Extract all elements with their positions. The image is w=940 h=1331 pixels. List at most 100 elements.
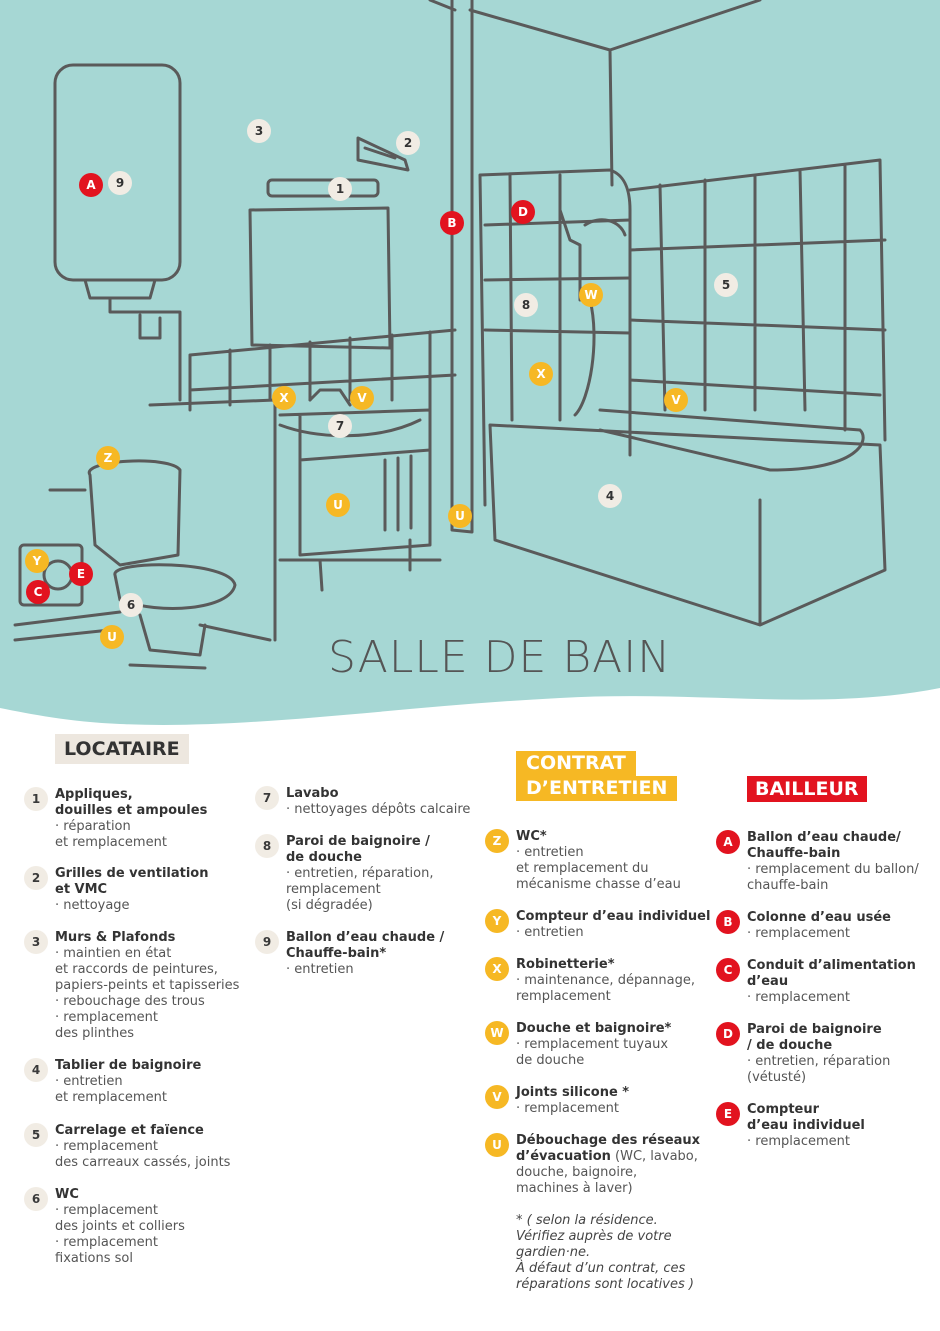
item-desc: (WC, lavabo, douche, baignoire, machines… bbox=[516, 1149, 698, 1196]
marker-d[interactable]: D bbox=[511, 200, 535, 224]
item-desc: · maintenance, dépannage, remplacement bbox=[516, 973, 695, 1004]
item-title: Appliques, douilles et ampoules bbox=[55, 787, 208, 818]
item-title: Ballon d’eau chaude / Chauffe-bain* bbox=[286, 930, 445, 961]
item-title: Grilles de ventilation et VMC bbox=[55, 866, 209, 897]
marker-w[interactable]: W bbox=[579, 283, 603, 307]
item-title: Débouchage des réseaux d’évacuation bbox=[516, 1133, 701, 1164]
list-item: 2 Grilles de ventilation et VMC· nettoyag… bbox=[24, 866, 209, 914]
list-item: E Compteur d’eau individuel· remplacement bbox=[716, 1102, 865, 1150]
number-badge: 5 bbox=[24, 1123, 48, 1147]
item-title: Ballon d’eau chaude/ Chauffe-bain bbox=[747, 830, 901, 861]
marker-u-column[interactable]: U bbox=[448, 504, 472, 528]
bailleur-heading: BAILLEUR bbox=[747, 776, 867, 802]
list-item: Y Compteur d’eau individuel· entretien bbox=[485, 909, 711, 941]
item-desc: · réparation et remplacement bbox=[55, 819, 167, 850]
item-desc: · remplacement tuyaux de douche bbox=[516, 1037, 669, 1068]
item-desc: · remplacement des carreaux cassés, join… bbox=[55, 1139, 231, 1170]
letter-badge: Y bbox=[485, 909, 509, 933]
marker-9[interactable]: 9 bbox=[108, 171, 132, 195]
contrat-heading-line1: CONTRAT bbox=[516, 751, 636, 776]
marker-6[interactable]: 6 bbox=[119, 593, 143, 617]
item-desc: · remplacement bbox=[747, 990, 850, 1005]
marker-x-sink[interactable]: X bbox=[272, 386, 296, 410]
item-desc: · entretien et remplacement du mécanisme… bbox=[516, 845, 681, 892]
item-desc: · entretien, réparation, remplacement (s… bbox=[286, 866, 434, 913]
item-title: Tablier de baignoire bbox=[55, 1058, 202, 1073]
item-desc: · remplacement des joints et colliers · … bbox=[55, 1203, 185, 1266]
number-badge: 2 bbox=[24, 866, 48, 890]
number-badge: 1 bbox=[24, 787, 48, 811]
letter-badge: A bbox=[716, 830, 740, 854]
list-item: 5 Carrelage et faïence· remplacement des … bbox=[24, 1123, 231, 1171]
marker-8[interactable]: 8 bbox=[514, 293, 538, 317]
list-item: 6 WC· remplacement des joints et colliers… bbox=[24, 1187, 185, 1267]
item-desc: · entretien bbox=[516, 925, 584, 940]
item-desc: · remplacement bbox=[747, 1134, 850, 1149]
item-desc: · entretien bbox=[286, 962, 354, 977]
marker-u-wc[interactable]: U bbox=[100, 625, 124, 649]
list-item: B Colonne d’eau usée· remplacement bbox=[716, 910, 891, 942]
item-title: Compteur d’eau individuel bbox=[516, 909, 711, 924]
item-title: WC bbox=[55, 1187, 79, 1202]
list-item: W Douche et baignoire*· remplacement tuya… bbox=[485, 1021, 672, 1069]
letter-badge: D bbox=[716, 1022, 740, 1046]
list-item: Z WC*· entretien et remplacement du mécan… bbox=[485, 829, 681, 893]
marker-v-sink[interactable]: V bbox=[350, 386, 374, 410]
list-item: 8 Paroi de baignoire / de douche· entreti… bbox=[255, 834, 434, 914]
number-badge: 7 bbox=[255, 786, 279, 810]
item-desc: · remplacement du ballon/ chauffe-bain bbox=[747, 862, 919, 893]
item-title: Murs & Plafonds bbox=[55, 930, 176, 945]
letter-badge: V bbox=[485, 1085, 509, 1109]
marker-c[interactable]: C bbox=[26, 580, 50, 604]
marker-v-bath[interactable]: V bbox=[664, 388, 688, 412]
item-title: Joints silicone * bbox=[516, 1085, 630, 1100]
marker-b[interactable]: B bbox=[440, 211, 464, 235]
item-title: Paroi de baignoire / de douche bbox=[286, 834, 430, 865]
letter-badge: U bbox=[485, 1133, 509, 1157]
item-title: Conduit d’alimentation d’eau bbox=[747, 958, 916, 989]
marker-7[interactable]: 7 bbox=[328, 414, 352, 438]
item-title: Paroi de baignoire / de douche bbox=[747, 1022, 882, 1053]
page-title: SALLE DE BAIN bbox=[328, 632, 672, 683]
letter-badge: W bbox=[485, 1021, 509, 1045]
marker-x-bath[interactable]: X bbox=[529, 362, 553, 386]
marker-1[interactable]: 1 bbox=[328, 177, 352, 201]
letter-badge: Z bbox=[485, 829, 509, 853]
letter-badge: E bbox=[716, 1102, 740, 1126]
letter-badge: B bbox=[716, 910, 740, 934]
item-title: Carrelage et faïence bbox=[55, 1123, 204, 1138]
marker-z[interactable]: Z bbox=[96, 446, 120, 470]
marker-2[interactable]: 2 bbox=[396, 131, 420, 155]
item-desc: · maintien en état et raccords de peintu… bbox=[55, 946, 240, 1041]
item-desc: · remplacement bbox=[516, 1101, 619, 1116]
marker-4[interactable]: 4 bbox=[598, 484, 622, 508]
bathroom-illustration bbox=[0, 0, 940, 725]
item-title: Compteur d’eau individuel bbox=[747, 1102, 865, 1133]
marker-e[interactable]: E bbox=[69, 562, 93, 586]
number-badge: 4 bbox=[24, 1058, 48, 1082]
marker-u-sink[interactable]: U bbox=[326, 493, 350, 517]
letter-badge: X bbox=[485, 957, 509, 981]
marker-a[interactable]: A bbox=[79, 173, 103, 197]
marker-y[interactable]: Y bbox=[25, 549, 49, 573]
list-item: U Débouchage des réseaux d’évacuation (WC… bbox=[485, 1133, 706, 1197]
number-badge: 6 bbox=[24, 1187, 48, 1211]
list-item: A Ballon d’eau chaude/ Chauffe-bain· remp… bbox=[716, 830, 919, 894]
item-title: Douche et baignoire* bbox=[516, 1021, 672, 1036]
list-item: V Joints silicone *· remplacement bbox=[485, 1085, 630, 1117]
item-desc: · remplacement bbox=[747, 926, 850, 941]
item-title: Colonne d’eau usée bbox=[747, 910, 891, 925]
item-desc: · nettoyage bbox=[55, 898, 130, 913]
marker-5[interactable]: 5 bbox=[714, 273, 738, 297]
marker-3[interactable]: 3 bbox=[247, 119, 271, 143]
number-badge: 8 bbox=[255, 834, 279, 858]
item-title: WC* bbox=[516, 829, 547, 844]
